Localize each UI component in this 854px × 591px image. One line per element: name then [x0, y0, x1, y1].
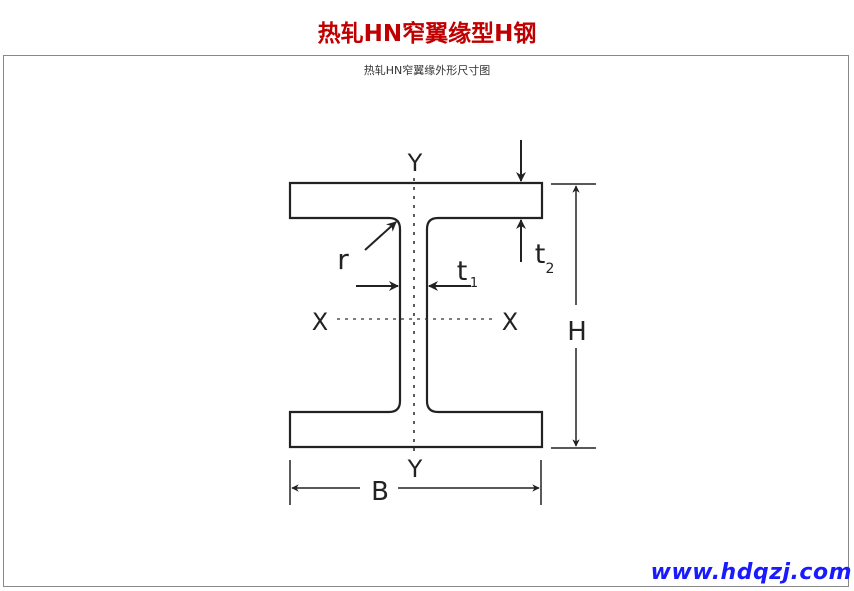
- x-axis-label-right: X: [502, 308, 518, 336]
- flange-thickness-label: t: [535, 239, 546, 270]
- web-thickness-label: t: [457, 256, 468, 287]
- h-beam-outline: [288, 181, 544, 449]
- y-axis-label-bottom: Y: [407, 455, 423, 483]
- watermark-url: www.hdqzj.com: [650, 560, 852, 585]
- height-label: H: [567, 317, 587, 347]
- flange-thickness-subscript: 2: [546, 261, 555, 277]
- page-title: 热轧HN窄翼缘型H钢: [317, 21, 537, 47]
- web-thickness-subscript: 1: [470, 276, 478, 291]
- radius-arrow: [364, 221, 397, 251]
- x-axis-label-left: X: [312, 308, 328, 336]
- radius-label: r: [337, 243, 349, 276]
- width-label: B: [371, 477, 389, 507]
- figure-caption: 热轧HN窄翼缘外形尺寸图: [363, 64, 491, 77]
- y-axis-label-top: Y: [407, 149, 423, 177]
